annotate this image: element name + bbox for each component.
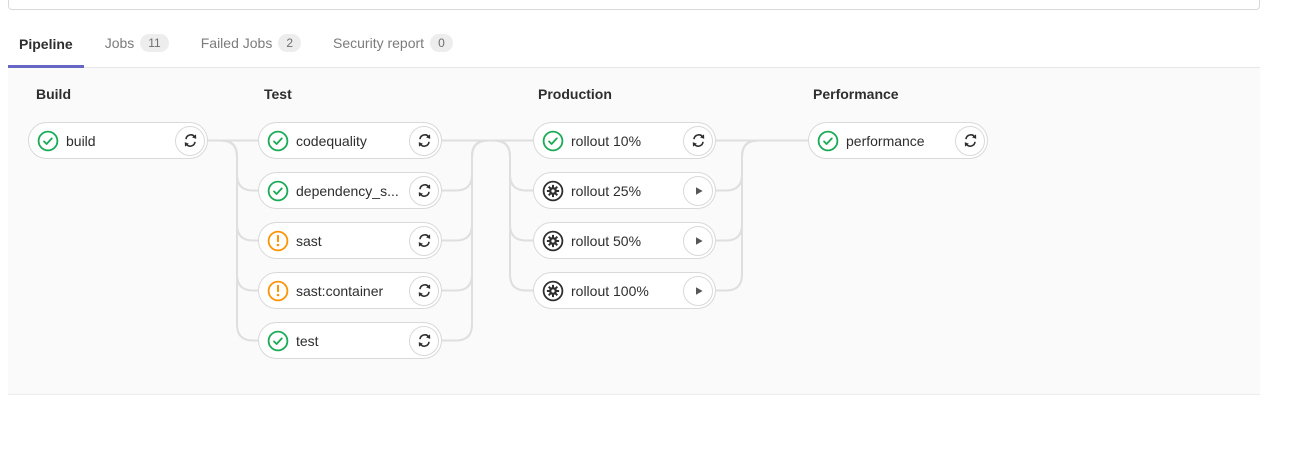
tab-failed-jobs-label: Failed Jobs — [200, 35, 273, 51]
stage-title-performance: Performance — [813, 86, 899, 102]
job-performance[interactable]: performance — [808, 122, 988, 159]
status-success-icon — [267, 180, 289, 202]
status-success-icon — [542, 130, 564, 152]
job-label: performance — [846, 132, 925, 149]
play-job-button[interactable] — [683, 225, 713, 256]
tab-jobs[interactable]: Jobs 11 — [94, 19, 180, 67]
status-success-icon — [267, 330, 289, 352]
pipeline-graph: Build Test Production Performance build … — [8, 68, 1260, 395]
status-warning-icon — [267, 280, 289, 302]
pipeline-connector-lines — [207, 139, 808, 342]
job-label: codequality — [296, 132, 367, 149]
job-label: rollout 25% — [571, 182, 642, 199]
retry-job-button[interactable] — [683, 125, 713, 156]
retry-job-button[interactable] — [409, 125, 439, 156]
job-rollout-10[interactable]: rollout 10% — [533, 122, 716, 159]
play-job-button[interactable] — [683, 275, 713, 306]
commit-box-bottom-edge — [8, 0, 1260, 10]
job-label: rollout 10% — [571, 132, 642, 149]
job-label: build — [66, 132, 96, 149]
stage-title-build: Build — [36, 86, 71, 102]
job-label: rollout 50% — [571, 232, 642, 249]
job-codequality[interactable]: codequality — [258, 122, 442, 159]
tab-pipeline-label: Pipeline — [19, 36, 73, 52]
job-label: dependency_s... — [296, 182, 399, 199]
tab-security-report[interactable]: Security report 0 — [322, 19, 464, 67]
status-success-icon — [267, 130, 289, 152]
job-label: test — [296, 332, 319, 349]
play-job-button[interactable] — [683, 175, 713, 206]
job-label: sast:container — [296, 282, 384, 299]
status-manual-icon — [542, 180, 564, 202]
job-label: sast — [296, 232, 322, 249]
job-dependency-scanning[interactable]: dependency_s... — [258, 172, 442, 209]
status-success-icon — [817, 130, 839, 152]
jobs-count-badge: 11 — [140, 34, 169, 52]
security-report-count-badge: 0 — [430, 34, 453, 52]
job-test[interactable]: test — [258, 322, 442, 359]
failed-jobs-count-badge: 2 — [278, 34, 302, 52]
job-rollout-25[interactable]: rollout 25% — [533, 172, 716, 209]
retry-job-button[interactable] — [955, 125, 985, 156]
retry-job-button[interactable] — [409, 225, 439, 256]
job-sast[interactable]: sast — [258, 222, 442, 259]
retry-job-button[interactable] — [409, 175, 439, 206]
job-label: rollout 100% — [571, 282, 649, 299]
job-rollout-50[interactable]: rollout 50% — [533, 222, 716, 259]
status-success-icon — [37, 130, 59, 152]
tab-jobs-label: Jobs — [104, 35, 135, 51]
tab-pipeline[interactable]: Pipeline — [8, 21, 84, 68]
retry-job-button[interactable] — [409, 325, 439, 356]
tab-security-report-label: Security report — [333, 35, 425, 51]
retry-job-button[interactable] — [409, 275, 439, 306]
stage-title-test: Test — [264, 86, 292, 102]
job-build[interactable]: build — [28, 122, 208, 159]
status-manual-icon — [542, 280, 564, 302]
status-manual-icon — [542, 230, 564, 252]
job-rollout-100[interactable]: rollout 100% — [533, 272, 716, 309]
job-sast-container[interactable]: sast:container — [258, 272, 442, 309]
retry-job-button[interactable] — [175, 125, 205, 156]
stage-title-production: Production — [538, 86, 612, 102]
status-warning-icon — [267, 230, 289, 252]
tab-failed-jobs[interactable]: Failed Jobs 2 — [190, 19, 312, 67]
pipeline-tab-bar: Pipeline Jobs 11 Failed Jobs 2 Security … — [8, 10, 1260, 68]
